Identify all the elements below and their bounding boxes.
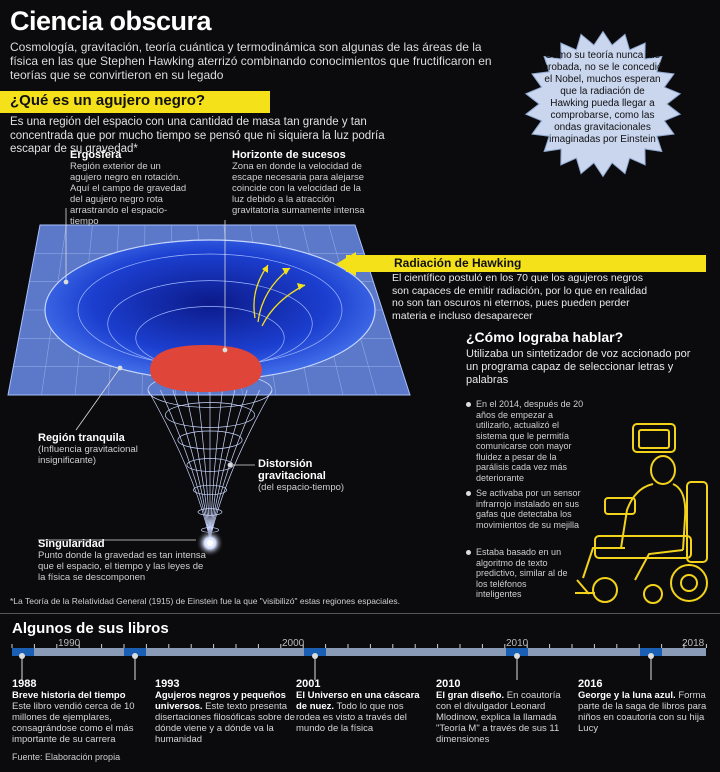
wheelchair-illustration xyxy=(575,423,708,604)
book-event-2001: 2001 El Universo en una cáscara de nuez.… xyxy=(296,678,420,734)
section-header-blackhole: ¿Qué es un agujero negro? xyxy=(0,91,270,113)
intro-text: Cosmología, gravitación, teoría cuántica… xyxy=(10,40,492,82)
speak-bullet-3: Estaba basado en un algoritmo de texto p… xyxy=(476,547,568,599)
books-title: Algunos de sus libros xyxy=(12,620,169,637)
speak-bullet-1: En el 2014, después de 20 años de empeza… xyxy=(476,399,584,483)
timeline-axis xyxy=(11,644,707,680)
nobel-note: Como su teoría nunca fue probada, no se … xyxy=(542,50,663,145)
hawking-radiation-header: Radiación de Hawking xyxy=(346,255,706,272)
bullet-icon xyxy=(466,550,471,555)
event-horizon xyxy=(150,345,262,392)
bullet-icon xyxy=(466,491,471,496)
section-divider xyxy=(0,613,720,614)
book-event-1993: 1993 Agujeros negros y pequeños universo… xyxy=(155,678,295,745)
blackhole-diagram xyxy=(7,208,411,557)
ergosfera-label: Ergosfera Región exterior de un agujero … xyxy=(70,149,187,227)
speak-title: ¿Cómo lograba hablar? xyxy=(466,329,624,345)
page-title: Ciencia obscura xyxy=(10,6,212,36)
singularidad-label: Singularidad Punto donde la gravedad es … xyxy=(38,538,206,583)
source-note: Fuente: Elaboración propia xyxy=(12,752,121,762)
book-event-2010: 2010 El gran diseño. En coautoría con el… xyxy=(436,678,561,745)
speak-description: Utilizaba un sintetizador de voz acciona… xyxy=(466,348,691,386)
blackhole-description: Es una región del espacio con una cantid… xyxy=(10,116,385,155)
axis-year-2000: 2000 xyxy=(282,638,305,649)
book-event-2016: 2016 George y la luna azul. Forma parte … xyxy=(578,678,707,734)
axis-year-2010: 2010 xyxy=(506,638,529,649)
axis-year-1990: 1990 xyxy=(58,638,81,649)
starburst-badge xyxy=(524,30,682,178)
footnote: *La Teoría de la Relatividad General (19… xyxy=(10,596,401,606)
hawking-radiation-title: Radiación de Hawking xyxy=(394,256,522,270)
speak-bullet-2: Se activaba por un sensor infrarrojo ins… xyxy=(476,488,581,530)
bullet-icon xyxy=(466,402,471,407)
distorsion-label: Distorsión gravitacional (del espacio-ti… xyxy=(258,458,345,493)
axis-year-2018: 2018 xyxy=(682,638,705,649)
region-tranquila-label: Región tranquila (Influencia gravitacion… xyxy=(38,432,138,466)
hawking-radiation-text: El científico postuló en los 70 que los … xyxy=(392,272,648,322)
section-title: ¿Qué es un agujero negro? xyxy=(10,92,206,109)
horizonte-label: Horizonte de sucesos Zona en donde la ve… xyxy=(232,149,365,216)
